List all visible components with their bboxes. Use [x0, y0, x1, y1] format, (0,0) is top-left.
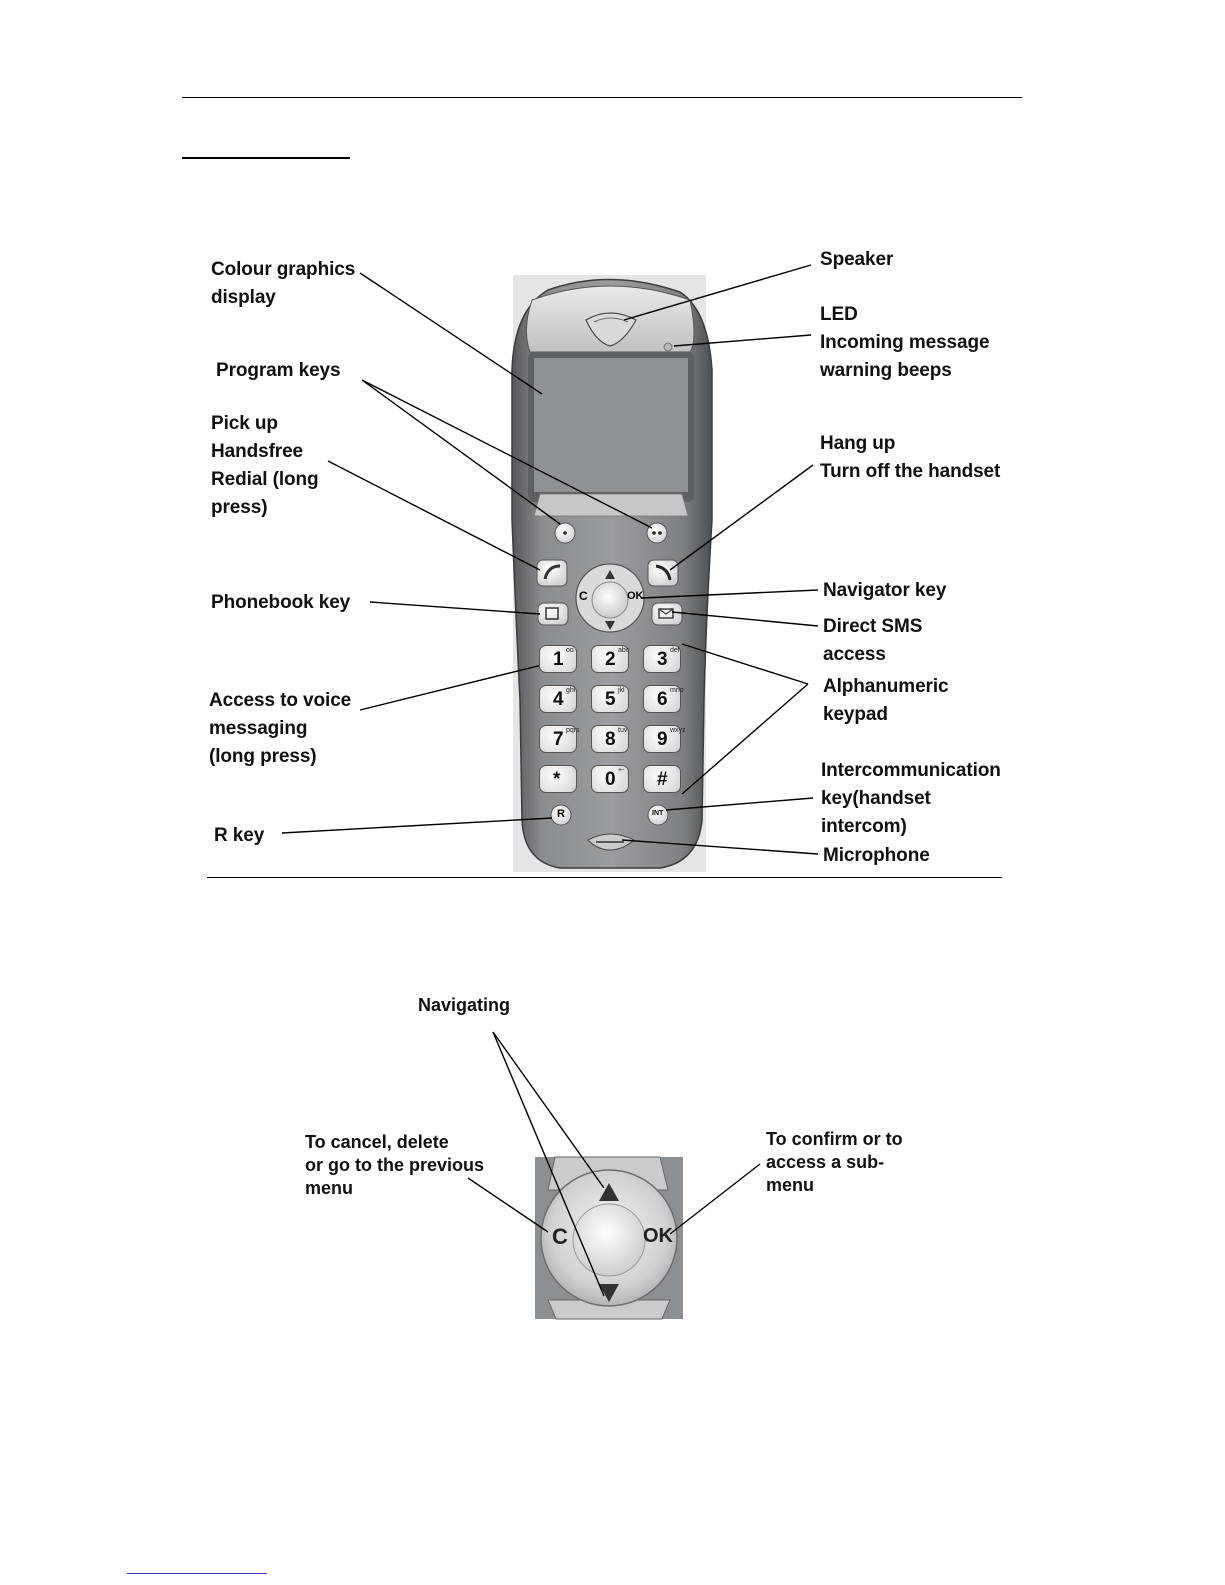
keypad-digit: 9	[657, 729, 668, 750]
label-hang-up: Hang up Turn off the handset	[820, 433, 1001, 482]
label-program-keys: Program keys	[216, 360, 341, 381]
label-microphone: Microphone	[823, 845, 930, 866]
keypad-key[interactable]: 0+-	[591, 765, 629, 793]
keypad-digit: 2	[605, 649, 616, 670]
label-colour-display: Colour graphics display	[211, 259, 356, 308]
speaker-grille	[585, 312, 637, 347]
closeup-leader-lines	[467, 1031, 761, 1297]
keypad-digit: 8	[605, 729, 616, 750]
keypad-letters: abc	[618, 647, 630, 654]
keypad-letters: pqrs	[566, 727, 580, 734]
keypad-letters: ghi	[566, 687, 576, 694]
closeup-c-label[interactable]: C	[552, 1224, 568, 1249]
nav-c-label[interactable]: C	[579, 589, 588, 603]
leader-lines	[281, 264, 819, 855]
label-voice-messaging: Access to voice messaging (long press)	[209, 690, 352, 767]
keypad-letters: mno	[670, 687, 684, 694]
keypad-letters: tuv	[618, 727, 628, 734]
label-direct-sms: Direct SMS access	[823, 616, 923, 665]
keypad-digit: 4	[553, 689, 564, 710]
label-r-key: R key	[214, 825, 265, 846]
label-speaker: Speaker	[820, 249, 894, 270]
footer-link-underline	[127, 1573, 267, 1574]
keypad-digit: 0	[605, 769, 616, 790]
closeup-navigator-center	[572, 1203, 646, 1277]
top-rule	[182, 97, 1022, 98]
r-key-label[interactable]: R	[557, 808, 565, 820]
nav-ok-label[interactable]: OK	[627, 590, 644, 602]
navigator-center	[591, 581, 629, 619]
label-navigator-key: Navigator key	[823, 580, 947, 601]
int-key-label[interactable]: INT	[652, 810, 664, 817]
keypad-letters: def	[670, 647, 680, 654]
closeup-up-arrow	[599, 1183, 619, 1201]
heading-underline	[182, 157, 350, 159]
keypad-key[interactable]: *	[539, 765, 577, 793]
label-phonebook-key: Phonebook key	[211, 592, 351, 613]
keypad-digit: 5	[605, 689, 616, 710]
label-led: LED Incoming message warning beeps	[820, 304, 990, 381]
colour-display-screen	[534, 358, 688, 492]
label-confirm: To confirm or to access a sub- menu	[766, 1129, 903, 1195]
keypad-letters: +-	[618, 767, 625, 774]
closeup-down-arrow	[599, 1284, 619, 1302]
keypad-letters: oo	[566, 647, 574, 654]
r-key	[550, 804, 572, 826]
keypad-digit: #	[657, 769, 668, 790]
intercom-key	[647, 804, 669, 826]
closeup-ok-label[interactable]: OK	[643, 1225, 673, 1247]
label-intercom: Intercommunication key(handset intercom)	[821, 760, 1001, 837]
figure-rule	[207, 877, 1002, 878]
keypad-letters: wxyz	[670, 727, 686, 734]
keypad-digit: 7	[553, 729, 564, 750]
keypad-digit: 6	[657, 689, 668, 710]
label-alphanumeric: Alphanumeric keypad	[823, 676, 949, 725]
keypad-key[interactable]: #	[643, 765, 681, 793]
label-pick-up: Pick up Handsfree Redial (long press)	[211, 413, 319, 518]
keypad-digit: *	[553, 769, 561, 790]
label-navigating: Navigating	[418, 995, 511, 1015]
keypad-letters: jkl	[618, 687, 625, 694]
led-indicator	[663, 342, 673, 352]
keypad-digit: 3	[657, 649, 668, 670]
label-cancel: To cancel, delete or go to the previous …	[305, 1132, 485, 1198]
keypad-digit: 1	[553, 649, 564, 670]
